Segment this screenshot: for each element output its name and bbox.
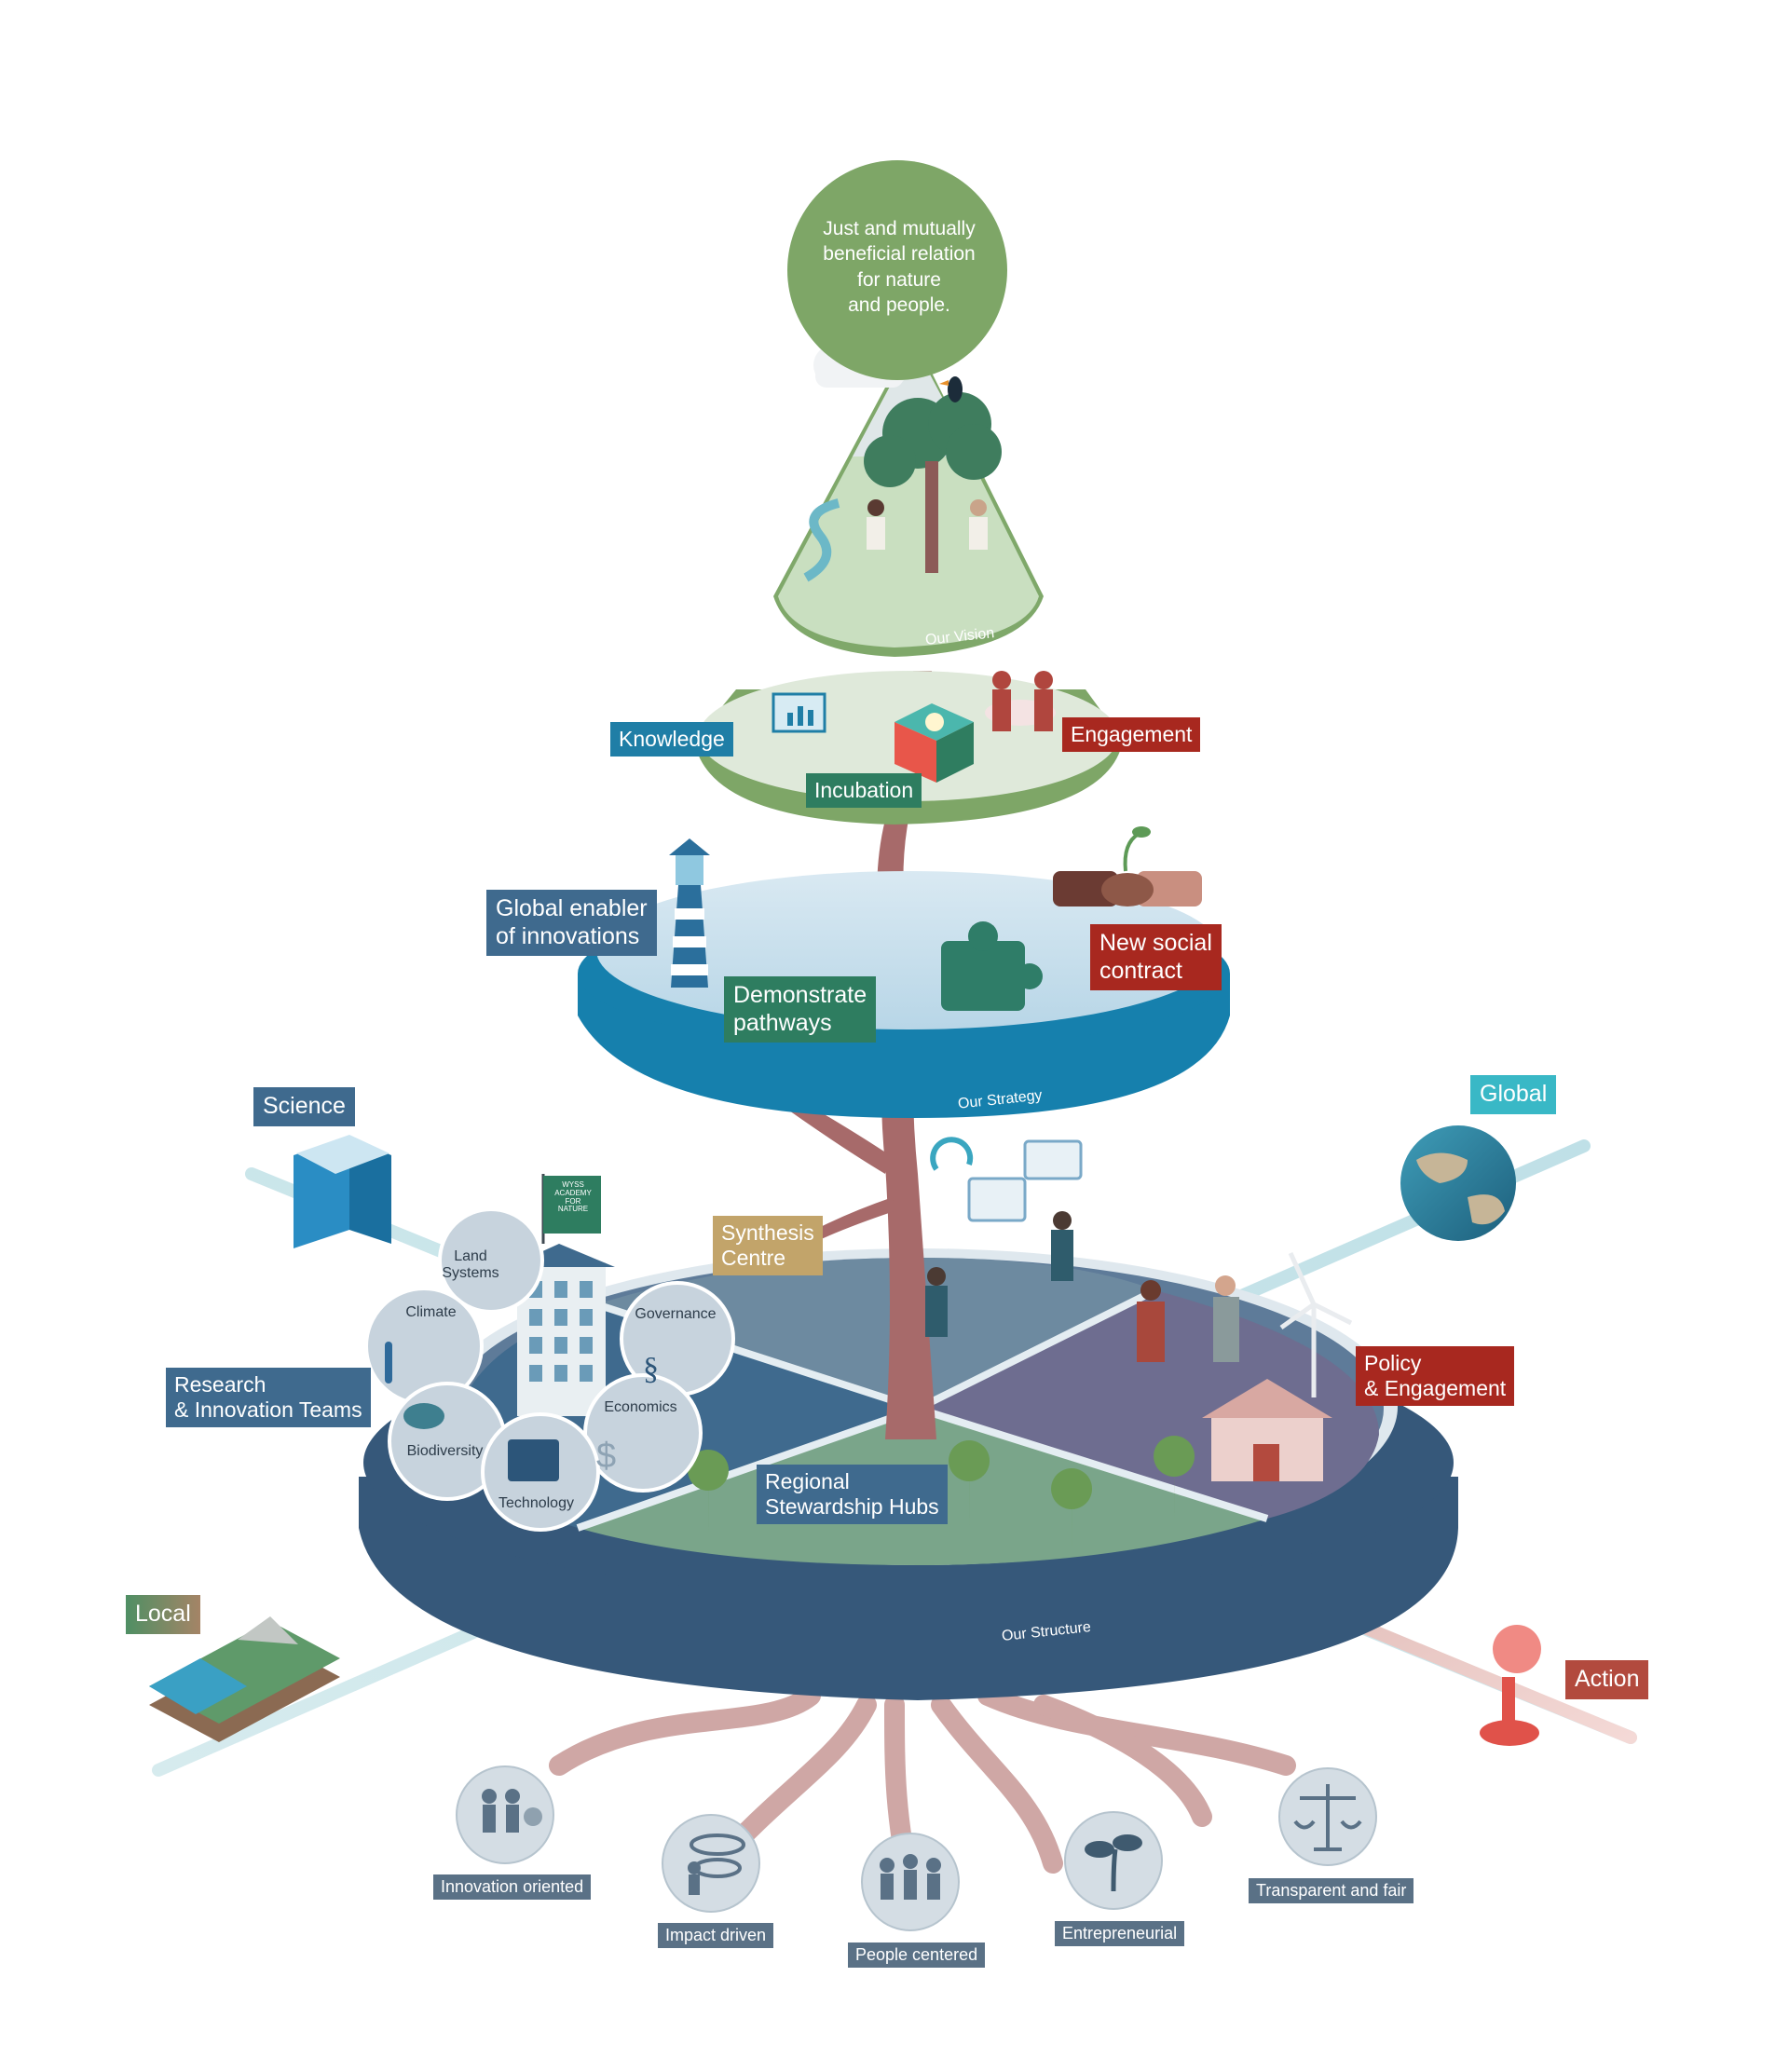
global-enabler-line-1: Global enabler [496, 895, 648, 921]
vision-statement: Just and mutually beneficial relation fo… [797, 216, 1002, 318]
topic-icons: § $ [385, 1342, 659, 1481]
policy-engagement-label: Policy & Engagement [1356, 1346, 1515, 1407]
roots [549, 1685, 1296, 1911]
target-arrow-icon [688, 1833, 745, 1895]
hubs-line-2: Stewardship Hubs [765, 1494, 939, 1520]
tree-crown-icon [864, 392, 1002, 487]
social-contract-line-1: New social [1099, 930, 1212, 956]
research-line-2: & Innovation Teams [174, 1397, 362, 1423]
local-label: Local [126, 1595, 200, 1634]
regional-hubs-label: Regional Stewardship Hubs [757, 1465, 948, 1525]
dollar-sign-icon: $ [596, 1437, 616, 1476]
knowledge-label: Knowledge [610, 722, 733, 757]
vision-line-2: beneficial relation [823, 243, 976, 266]
land-line-2: Systems [442, 1265, 499, 1282]
value-label-entrepreneurial: Entrepreneurial [1055, 1921, 1185, 1947]
governance-label: Governance [635, 1306, 717, 1322]
economics-label: Economics [604, 1399, 677, 1415]
incubation-label: Incubation [806, 773, 922, 809]
incubation-cube-icon [894, 703, 974, 783]
value-label-transparent-fair: Transparent and fair [1249, 1878, 1414, 1904]
landscape-block-icon [149, 1616, 340, 1742]
global-enabler-line-2: of innovations [496, 922, 640, 949]
land-line-1: Land [454, 1248, 487, 1264]
synthesis-centre-label: Synthesis Centre [713, 1216, 823, 1276]
scales-icon [1293, 1784, 1362, 1851]
demonstrate-line-1: Demonstrate [733, 982, 867, 1008]
people-icon [867, 499, 988, 550]
policy-line-1: Policy [1364, 1351, 1422, 1375]
value-label-impact-driven: Impact driven [658, 1923, 774, 1949]
hubs-line-1: Regional [765, 1469, 850, 1493]
climate-label: Climate [405, 1304, 457, 1320]
vision-bubble [787, 160, 1007, 380]
map-pin-icons [688, 1436, 1195, 1556]
demonstrate-line-2: pathways [733, 1009, 832, 1036]
root-6 [1033, 1695, 1212, 1827]
root-4 [931, 1695, 1063, 1874]
vision-line-1: Just and mutually [823, 218, 976, 239]
vision-layer [773, 160, 1044, 657]
paragraph-sign-icon: § [643, 1352, 659, 1386]
vision-landscape [778, 343, 1039, 648]
people-lightbulb-icon [482, 1789, 542, 1833]
research-line-1: Research [174, 1372, 266, 1397]
globe-icon [1400, 1125, 1516, 1241]
synthesis-line-2: Centre [721, 1246, 786, 1271]
engagement-table-icon [985, 671, 1056, 731]
root-1 [549, 1685, 821, 1776]
vision-line-4: and people. [848, 293, 950, 316]
academy-flag-icon [543, 1176, 601, 1234]
people-group-icon [880, 1854, 941, 1900]
social-contract-line-2: contract [1099, 957, 1182, 984]
toucan-icon [939, 376, 963, 402]
demonstrate-pathways-label: Demonstrate pathways [724, 976, 877, 1043]
lever-icon [1480, 1625, 1541, 1746]
research-teams-label: Research & Innovation Teams [166, 1368, 371, 1428]
action-label: Action [1565, 1660, 1649, 1699]
sprout-icon [1085, 1834, 1142, 1892]
global-enabler-label: Global enabler of innovations [486, 890, 657, 956]
policy-people-icon [1137, 1275, 1239, 1362]
value-icons [482, 1784, 1362, 1900]
data-board-icon [772, 692, 826, 733]
wind-turbine-icon [1279, 1251, 1353, 1397]
synthesis-data-icons [925, 1137, 1083, 1337]
new-social-contract-label: New social contract [1090, 924, 1222, 990]
puzzle-piece-icon [941, 921, 1043, 1011]
thermometer-icon [385, 1342, 392, 1384]
value-label-people-centered: People centered [848, 1942, 986, 1969]
land-systems-circle [438, 1207, 544, 1314]
book-icon [294, 1135, 391, 1248]
land-systems-label: Land Systems [438, 1248, 503, 1283]
technology-label: Technology [498, 1495, 574, 1511]
handshake-icon [1053, 826, 1202, 906]
policy-building-icon [1202, 1379, 1332, 1481]
innovation-oriented-circle [456, 1765, 554, 1864]
biodiversity-label: Biodiversity [406, 1443, 484, 1459]
synthesis-quadrant [596, 1258, 1155, 1409]
academy-flag-text: WYSS ACADEMY FOR NATURE [554, 1180, 592, 1214]
lighthouse-icon [669, 838, 710, 988]
value-circles [456, 1765, 1377, 1931]
vision-line-3: for nature [857, 268, 941, 291]
global-label: Global [1470, 1075, 1557, 1114]
impact-driven-circle [662, 1814, 760, 1913]
academy-building-icon [508, 1174, 615, 1416]
river [803, 498, 840, 582]
root-5 [977, 1685, 1296, 1776]
circuit-chip-icon [508, 1439, 559, 1481]
frog-icon [403, 1403, 444, 1429]
value-label-innovation-oriented: Innovation oriented [433, 1874, 592, 1901]
engagement-label: Engagement [1062, 717, 1201, 753]
action-axis-segment [1354, 1619, 1637, 1744]
science-label: Science [253, 1087, 355, 1126]
mission-layer [694, 671, 1123, 825]
policy-line-2: & Engagement [1364, 1376, 1507, 1401]
synthesis-line-1: Synthesis [721, 1220, 814, 1245]
